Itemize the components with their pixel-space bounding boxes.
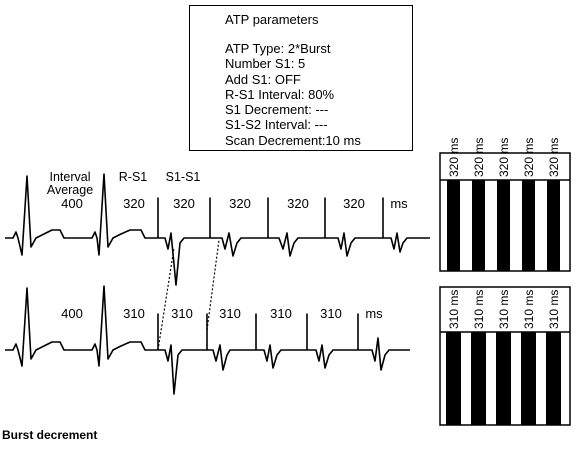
- top-interval-5: 320: [343, 196, 365, 211]
- r-s1-label: R-S1: [119, 170, 148, 184]
- bottom-bar-3: [496, 332, 511, 425]
- bottom-interval-1: 310: [123, 306, 145, 321]
- top-bar-3: [497, 180, 510, 271]
- top-bar-label-1: 320 ms: [447, 138, 461, 177]
- param-s1-decrement: S1 Decrement: ---: [225, 102, 329, 118]
- interval-average-label-line2: Average: [47, 183, 93, 197]
- dotted-connector-1: [157, 247, 175, 351]
- atp-parameters-list: ATP Type: 2*Burst Number S1: 5 Add S1: O…: [225, 41, 361, 148]
- top-ecg-trace: [5, 173, 430, 286]
- bottom-bar-5: [546, 332, 561, 425]
- atp-parameters-title: ATP parameters: [225, 12, 319, 27]
- bottom-bar-label-4: 310 ms: [522, 290, 536, 329]
- bottom-bar-panel: 310 ms 310 ms 310 ms 310 ms 310 ms: [439, 286, 571, 426]
- top-bar-1: [447, 180, 460, 271]
- bottom-bar-1: [446, 332, 461, 425]
- bottom-interval-3: 310: [219, 306, 241, 321]
- figure-caption: Burst decrement: [2, 428, 98, 442]
- bottom-bar-label-1: 310 ms: [447, 290, 461, 329]
- interval-average-label-line1: Interval: [50, 170, 91, 184]
- param-atp-type: ATP Type: 2*Burst: [225, 41, 331, 56]
- top-interval-average-value: 400: [61, 196, 83, 211]
- bottom-bar-label-5: 310 ms: [547, 290, 561, 329]
- bottom-interval-average-value: 400: [61, 306, 83, 321]
- top-bar-label-5: 320 ms: [547, 138, 561, 177]
- top-bar-5: [547, 180, 560, 271]
- top-bar-label-2: 320 ms: [472, 138, 486, 177]
- bottom-interval-2: 310: [171, 306, 193, 321]
- param-r-s1-interval: R-S1 Interval: 80%: [225, 86, 335, 102]
- param-scan-decrement: Scan Decrement:10 ms: [225, 132, 361, 148]
- top-interval-2: 320: [173, 196, 195, 211]
- top-interval-1: 320: [123, 196, 145, 211]
- top-interval-4: 320: [287, 196, 309, 211]
- atp-parameters-box: ATP parameters ATP Type: 2*Burst Number …: [189, 5, 413, 151]
- top-unit: ms: [390, 196, 408, 211]
- s1-s1-label: S1-S1: [166, 170, 201, 184]
- bottom-bar-2: [471, 332, 486, 425]
- bottom-interval-5: 310: [320, 306, 342, 321]
- bottom-interval-4: 310: [270, 306, 292, 321]
- bottom-bar-label-3: 310 ms: [497, 290, 511, 329]
- top-bar-4: [522, 180, 535, 271]
- bottom-bar-label-2: 310 ms: [472, 290, 486, 329]
- top-bar-label-4: 320 ms: [522, 138, 536, 177]
- top-interval-3: 320: [229, 196, 251, 211]
- bottom-unit: ms: [365, 306, 383, 321]
- bottom-bar-4: [521, 332, 536, 425]
- param-add-s1: Add S1: OFF: [225, 71, 301, 87]
- top-bar-panel: 320 ms 320 ms 320 ms 320 ms 320 ms: [439, 138, 571, 272]
- bottom-ecg-trace: [5, 285, 410, 395]
- top-bar-2: [472, 180, 485, 271]
- param-s1-s2-interval: S1-S2 Interval: ---: [225, 117, 328, 133]
- param-number-s1: Number S1: 5: [225, 56, 306, 72]
- dotted-connector-2: [206, 239, 220, 331]
- top-bar-label-3: 320 ms: [497, 138, 511, 177]
